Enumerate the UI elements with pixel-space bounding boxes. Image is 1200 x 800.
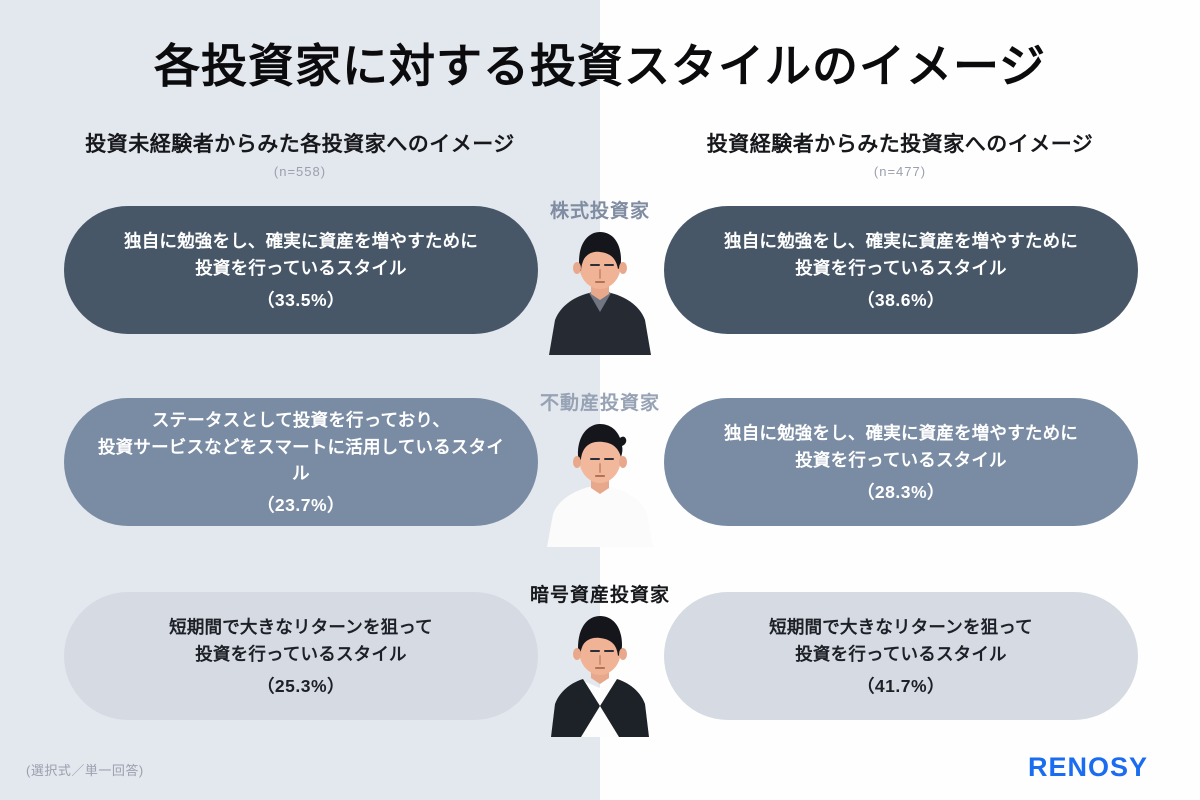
category-label-real-estate-investor: 不動産投資家 [539,393,660,414]
answer-percent: （23.7%） [256,494,346,515]
stock-investor-illustration [537,220,663,355]
answer-percent: （28.3%） [856,481,946,502]
answer-percent: （41.7%） [856,675,946,696]
page-title: 各投資家に対する投資スタイルのイメージ [153,40,1047,92]
column-header-right-sample-size: (n=477) [873,164,927,179]
answer-text: 短期間で大きなリターンを狙って 投資を行っているスタイル [169,617,433,664]
answer-percent: （33.5%） [256,289,346,310]
answer-text: 独自に勉強をし、確実に資産を増やすために 投資を行っているスタイル [724,231,1078,278]
answer-pill-row2-left: ステータスとして投資を行っており、 投資サービスなどをスマートに活用しているスタ… [64,398,538,526]
column-header-right-label: 投資経験者からみた投資家へのイメージ [706,133,1094,156]
column-header-left-label: 投資未経験者からみた各投資家へのイメージ [85,133,515,156]
column-header-left-sample-size: (n=558) [273,164,327,179]
answer-percent: （38.6%） [856,289,946,310]
answer-text: 独自に勉強をし、確実に資産を増やすために 投資を行っているスタイル [724,423,1078,470]
answer-pill-row2-right: 独自に勉強をし、確実に資産を増やすために 投資を行っているスタイル （28.3%… [664,398,1138,526]
answer-text: 短期間で大きなリターンを狙って 投資を行っているスタイル [769,617,1033,664]
answer-pill-row3-left: 短期間で大きなリターンを狙って 投資を行っているスタイル （25.3%） [64,592,538,720]
category-label-stock-investor: 株式投資家 [549,201,650,222]
column-header-right: 投資経験者からみた投資家へのイメージ (n=477) [620,128,1180,179]
crypto-investor-illustration [537,602,663,737]
real-estate-investor-illustration [537,412,663,547]
renosy-logo: RENOSY [1027,752,1148,782]
answer-pill-row3-right: 短期間で大きなリターンを狙って 投資を行っているスタイル （41.7%） [664,592,1138,720]
answer-text: ステータスとして投資を行っており、 投資サービスなどをスマートに活用しているスタ… [97,410,505,484]
answer-percent: （25.3%） [256,675,346,696]
footnote-survey-method: (選択式／単一回答) [26,763,144,778]
category-label-crypto-investor: 暗号資産投資家 [529,585,670,606]
answer-pill-row1-left: 独自に勉強をし、確実に資産を増やすために 投資を行っているスタイル （33.5%… [64,206,538,334]
answer-text: 独自に勉強をし、確実に資産を増やすために 投資を行っているスタイル [124,231,478,278]
answer-pill-row1-right: 独自に勉強をし、確実に資産を増やすために 投資を行っているスタイル （38.6%… [664,206,1138,334]
column-header-left: 投資未経験者からみた各投資家へのイメージ (n=558) [20,128,580,179]
